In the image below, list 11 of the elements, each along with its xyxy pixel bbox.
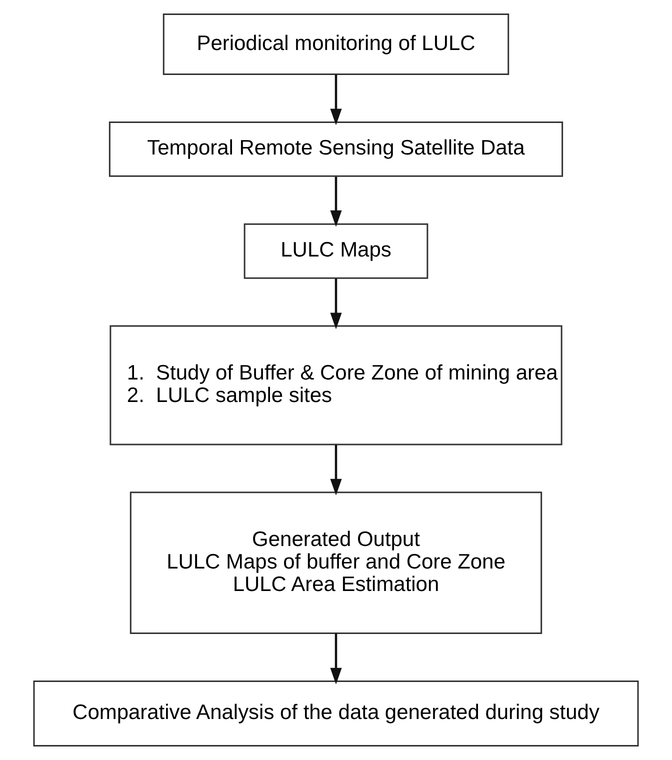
- node-box: LULC Maps: [244, 223, 428, 279]
- node-box: Temporal Remote Sensing Satellite Data: [108, 121, 564, 177]
- arrow: [330, 278, 342, 330]
- arrow: [330, 633, 342, 684]
- arrow: [330, 176, 342, 227]
- arrow: [330, 444, 342, 496]
- node-box: Periodical monitoring of LULC: [162, 14, 510, 75]
- node-box: Comparative Analysis of the data generated during study: [33, 680, 639, 746]
- node-box: 1. Study of Buffer & Core Zone of mining area 2. LULC sample sites: [110, 325, 562, 446]
- node-box: Generated Output LULC Maps of buffer and Core Zone LULC Area Estimation: [130, 492, 542, 634]
- arrow: [330, 74, 342, 126]
